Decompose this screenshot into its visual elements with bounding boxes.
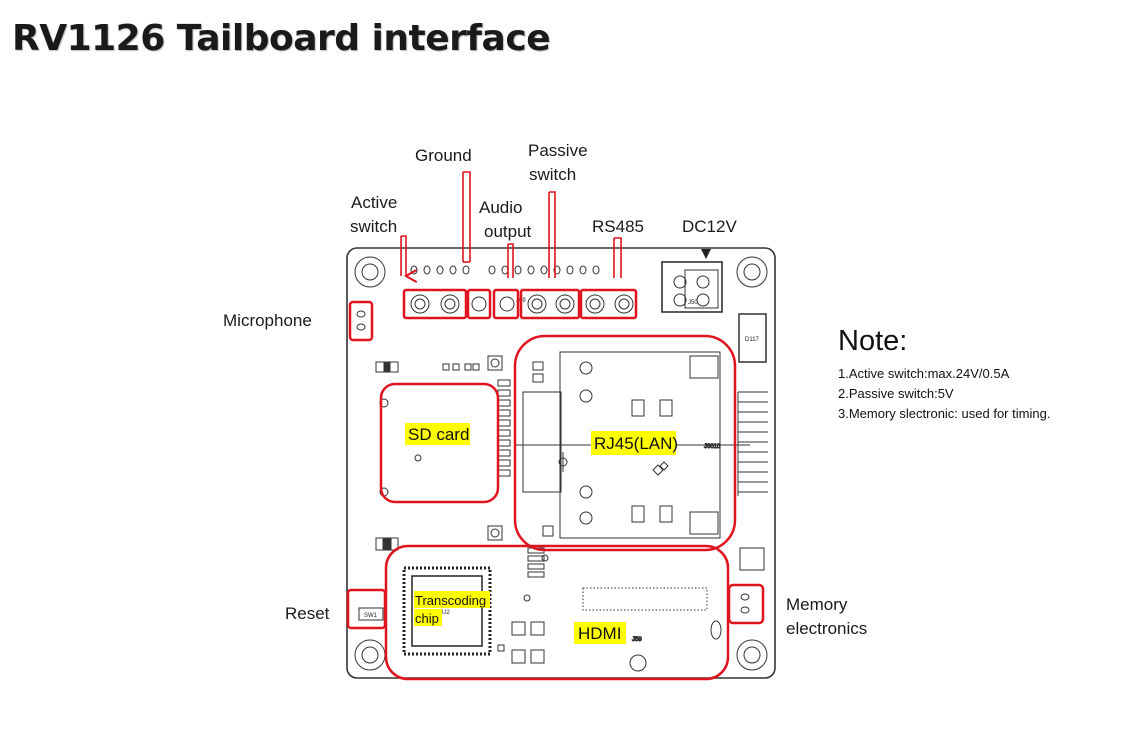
label-audio-output-line2: output bbox=[484, 222, 532, 241]
label-audio-output-line1: Audio bbox=[479, 198, 522, 217]
label-rs485: RS485 bbox=[592, 217, 644, 236]
label-dc12v: DC12V bbox=[682, 217, 737, 236]
callout-boxes bbox=[346, 288, 765, 681]
note-line-1: 1.Active switch:max.24V/0.5A bbox=[838, 366, 1010, 381]
arrow-active-switch bbox=[401, 235, 406, 276]
callout-reset bbox=[346, 588, 387, 630]
label-microphone: Microphone bbox=[223, 311, 312, 330]
top-pin-row bbox=[410, 265, 600, 275]
label-passive-switch-line2: switch bbox=[529, 165, 576, 184]
highlight-rj45-bg bbox=[591, 431, 676, 455]
note-line-3: 3.Memory slectronic: used for timing. bbox=[838, 406, 1051, 421]
silk-j50: J50 bbox=[688, 300, 698, 306]
arrow-passive-switch bbox=[549, 191, 556, 278]
highlight-sd-card: SD card bbox=[408, 425, 469, 444]
callout-ground bbox=[466, 288, 492, 320]
silk-d117: D117 bbox=[745, 337, 760, 343]
terminal-pads bbox=[410, 294, 634, 314]
microphone-pads bbox=[356, 310, 366, 331]
mounting-hole-top-right bbox=[736, 256, 768, 288]
label-active-switch-line1: Active bbox=[351, 193, 397, 212]
label-memory-electronics-line1: Memory bbox=[786, 595, 848, 614]
rj45-connector: J6010 bbox=[515, 351, 768, 539]
arrow-rs485 bbox=[614, 237, 622, 278]
label-active-switch-line2: switch bbox=[350, 217, 397, 236]
hdmi-connector: J59 bbox=[582, 587, 708, 644]
highlight-rj45: RJ45(LAN) bbox=[594, 434, 678, 453]
silk-u2: U2 bbox=[442, 610, 450, 616]
misc-components bbox=[375, 355, 765, 672]
mounting-hole-bottom-right bbox=[736, 639, 768, 671]
silk-j59: J59 bbox=[632, 637, 642, 643]
d117-component: D117 bbox=[738, 313, 767, 363]
label-passive-switch-line1: Passive bbox=[528, 141, 588, 160]
arrow-audio-output bbox=[508, 243, 514, 278]
highlight-transcoding-line2: chip bbox=[415, 611, 439, 626]
highlight-hdmi: HDMI bbox=[578, 624, 621, 643]
label-memory-electronics-line2: electronics bbox=[786, 619, 867, 638]
silk-j6010: J6010 bbox=[704, 444, 721, 450]
callout-sd-card bbox=[379, 382, 500, 504]
callout-memory-electronics bbox=[727, 583, 765, 625]
pcb-board: J69 J50 D117 bbox=[346, 247, 776, 679]
highlight-transcoding-bg2 bbox=[414, 609, 442, 626]
callout-passive-switch bbox=[519, 288, 581, 320]
highlight-transcoding-line1: Transcoding bbox=[415, 593, 486, 608]
mounting-hole-top-left bbox=[354, 256, 386, 288]
highlight-hdmi-bg bbox=[574, 622, 626, 644]
arrow-ground bbox=[463, 171, 471, 262]
note-title: Note: bbox=[838, 325, 908, 357]
callout-audio-output bbox=[492, 288, 520, 320]
highlight-transcoding-bg1 bbox=[414, 591, 490, 608]
callout-rs485 bbox=[579, 288, 638, 320]
note-line-2: 2.Passive switch:5V bbox=[838, 386, 954, 401]
label-ground: Ground bbox=[415, 146, 472, 165]
note-panel: Note: 1.Active switch:max.24V/0.5A 2.Pas… bbox=[838, 325, 1050, 424]
callout-microphone bbox=[348, 300, 374, 342]
callout-rj45 bbox=[513, 334, 737, 552]
memory-pads bbox=[740, 593, 750, 614]
highlight-sd-card-bg bbox=[405, 423, 470, 445]
callout-active-switch bbox=[402, 288, 468, 320]
silk-sw1: SW1 bbox=[364, 613, 378, 619]
callout-arrows bbox=[400, 171, 622, 278]
dc12v-connector: J50 bbox=[661, 249, 723, 313]
label-reset: Reset bbox=[285, 604, 330, 623]
page-title: RV1126 Tailboard interface bbox=[12, 18, 551, 59]
reset-switch: SW1 bbox=[358, 607, 384, 621]
sd-card-slot bbox=[379, 398, 422, 497]
